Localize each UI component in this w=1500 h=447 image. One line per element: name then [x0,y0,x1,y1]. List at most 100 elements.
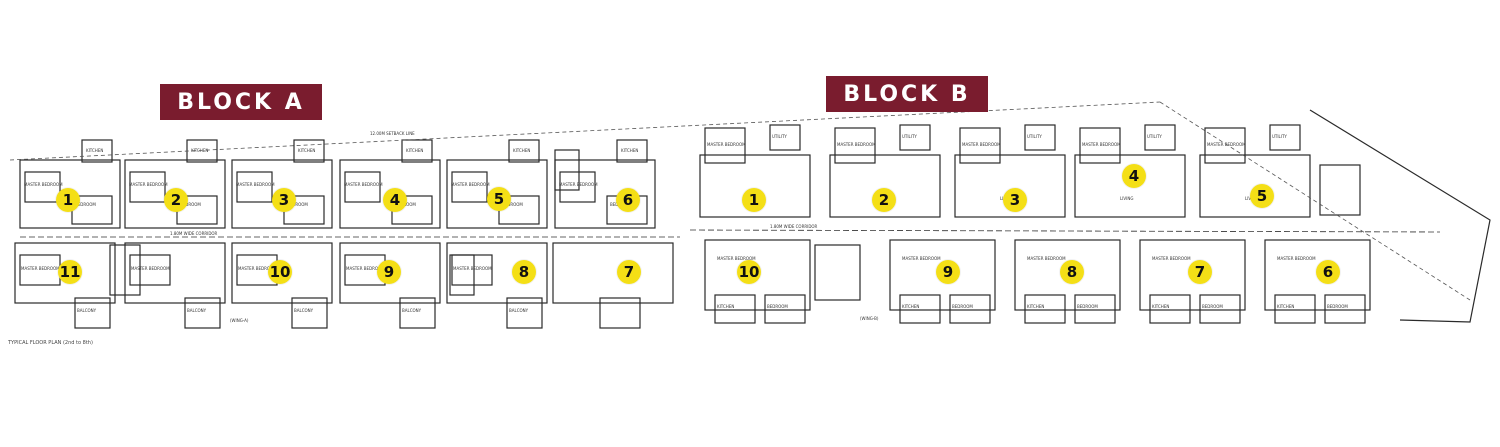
kitchen-outline [1149,294,1191,324]
room-label: MASTER BEDROOM [902,256,941,261]
setback-line-right [1159,101,1471,301]
room-label: KITCHEN [1277,304,1294,309]
apartment-outline [1014,239,1121,311]
kitchen-outline [1274,294,1316,324]
room-label: BALCONY [402,308,422,313]
apartment-outline [124,242,226,304]
apartment-outline [446,159,548,229]
room-label: MASTER BEDROOM [453,266,492,271]
balcony-outline [506,297,543,329]
block-a-banner: BLOCK A [160,84,322,120]
room-label: BEDROOM [180,202,201,207]
master-bedroom-outline [559,171,596,203]
room-label: MASTER BEDROOM [24,182,63,187]
kitchen-outline [1269,124,1301,151]
master-bedroom-outline [451,171,488,203]
block-a-unit-badge-11[interactable]: 11 [58,260,82,284]
kitchen-outline [508,139,540,163]
balcony-outline [184,297,221,329]
room-label: BEDROOM [1077,304,1098,309]
apartment-outline [446,242,548,304]
apartment-outline [829,154,941,218]
block-b-unit-badge-4[interactable]: 4 [1122,164,1146,188]
room-label: MASTER BEDROOM [717,256,756,261]
kitchen-outline [899,124,931,151]
block-b-unit-badge-7[interactable]: 7 [1188,260,1212,284]
wing-a-label: (WING-A) [230,318,249,323]
master-bedroom-outline [129,254,171,286]
room-label: KITCHEN [86,148,103,153]
bedroom-outline [1074,294,1116,324]
apartment-outline [14,242,116,304]
room-label: UTILITY [1027,134,1042,139]
block-a-unit-badge-6[interactable]: 6 [616,188,640,212]
apartment-outline [704,239,811,311]
block-b-unit-badge-5[interactable]: 5 [1250,184,1274,208]
room-label: BEDROOM [767,304,788,309]
kitchen-outline [769,124,801,151]
room-label: BEDROOM [75,202,96,207]
bedroom-outline [949,294,991,324]
room-label: MASTER BEDROOM [707,142,746,147]
block-b-unit-badge-8[interactable]: 8 [1060,260,1084,284]
room-label: UTILITY [772,134,787,139]
apartment-outline [954,154,1066,218]
apartment-outline [19,159,121,229]
stair-core [554,149,580,191]
room-label: BALCONY [187,308,207,313]
stair-core [449,254,475,296]
room-label: KITCHEN [717,304,734,309]
block-a-unit-badge-7[interactable]: 7 [617,260,641,284]
balcony-outline [291,297,328,329]
kitchen-outline [1024,124,1056,151]
block-a-unit-badge-8[interactable]: 8 [512,260,536,284]
block-a-unit-badge-2[interactable]: 2 [164,188,188,212]
apartment-outline [231,242,333,304]
block-b-unit-badge-9[interactable]: 9 [936,260,960,284]
room-label: LIVING [1120,196,1133,201]
master-bedroom-outline [834,127,876,164]
room-label: MASTER BEDROOM [1082,142,1121,147]
wing-b-label: (WING-B) [860,316,879,321]
kitchen-outline [1144,124,1176,151]
room-label: MASTER BEDROOM [1027,256,1066,261]
block-a-unit-badge-10[interactable]: 10 [268,260,292,284]
block-b-unit-badge-1[interactable]: 1 [742,188,766,212]
room-label: KITCHEN [621,148,638,153]
room-label: BEDROOM [502,202,523,207]
block-a-unit-badge-9[interactable]: 9 [377,260,401,284]
apartment-outline [339,159,441,229]
corridor-label-b: 1.80M WIDE CORRIDOR [770,224,818,229]
block-b-banner: BLOCK B [826,76,988,112]
apartment-outline [1139,239,1246,311]
room-label: UTILITY [1147,134,1162,139]
apartment-outline [552,242,674,304]
master-bedroom-outline [236,171,273,203]
block-b-unit-badge-3[interactable]: 3 [1003,188,1027,212]
lift-core [814,244,861,301]
block-b-unit-badge-2[interactable]: 2 [872,188,896,212]
bedroom-outline [1199,294,1241,324]
balcony-outline [399,297,436,329]
room-label: MASTER BEDROOM [559,182,598,187]
block-b-unit-badge-6[interactable]: 6 [1316,260,1340,284]
room-label: UTILITY [1272,134,1287,139]
room-label: KITCHEN [513,148,530,153]
block-b-unit-badge-10[interactable]: 10 [737,260,761,284]
block-a-unit-badge-3[interactable]: 3 [272,188,296,212]
site-boundary [1309,109,1491,323]
block-a-unit-badge-4[interactable]: 4 [383,188,407,212]
room-label: MASTER BEDROOM [962,142,1001,147]
lift-core [109,244,141,296]
room-label: BALCONY [77,308,97,313]
kitchen-outline [714,294,756,324]
master-bedroom-outline [959,127,1001,164]
room-label: BEDROOM [1202,304,1223,309]
corridor-label-a: 1.80M WIDE CORRIDOR [170,231,218,236]
room-label: KITCHEN [406,148,423,153]
block-a-unit-badge-5[interactable]: 5 [487,187,511,211]
setback-label: 12.00M SETBACK LINE [370,131,415,136]
block-a-unit-badge-1[interactable]: 1 [56,188,80,212]
kitchen-outline [401,139,433,163]
